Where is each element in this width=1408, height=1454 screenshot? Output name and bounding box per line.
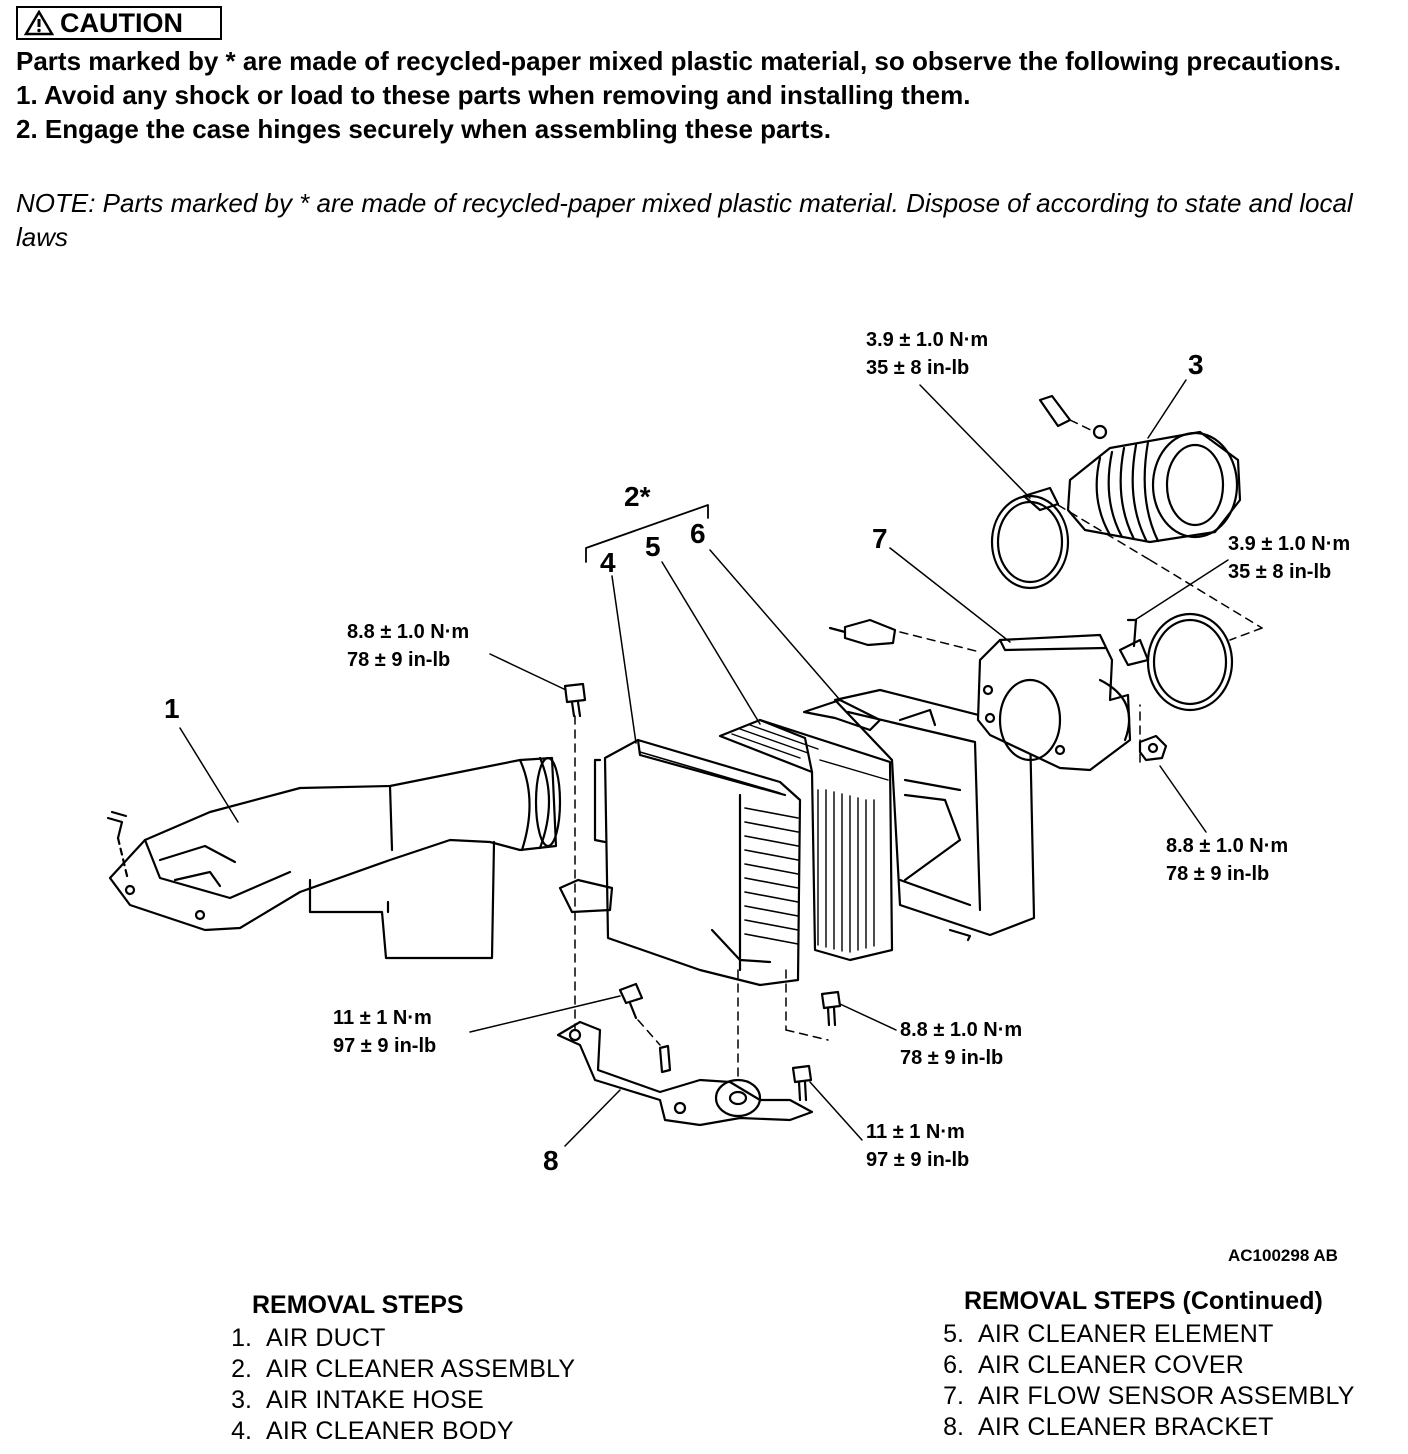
step-name: AIR INTAKE HOSE bbox=[266, 1386, 484, 1414]
alignment-lines bbox=[574, 419, 1263, 1081]
step-name: AIR CLEANER BRACKET bbox=[978, 1413, 1274, 1441]
step-name: AIR FLOW SENSOR ASSEMBLY bbox=[978, 1382, 1355, 1410]
list-item: 5. AIR CLEANER ELEMENT bbox=[918, 1319, 1355, 1350]
callout-3: 3 bbox=[1188, 349, 1204, 380]
air-cleaner-cover-drawing bbox=[802, 688, 1036, 942]
torque-right-inlb: 35 ± 8 in-lb bbox=[1228, 561, 1331, 583]
air-flow-sensor-drawing bbox=[976, 633, 1132, 772]
torque-nut-inlb: 78 ± 9 in-lb bbox=[1166, 863, 1269, 885]
list-item: 1. AIR DUCT bbox=[206, 1323, 575, 1354]
callout-6: 6 bbox=[690, 518, 706, 549]
torque-left-inlb: 78 ± 9 in-lb bbox=[347, 649, 450, 671]
callout-4: 4 bbox=[600, 547, 616, 578]
removal-steps-continued: REMOVAL STEPS (Continued) 5. AIR CLEANER … bbox=[918, 1286, 1355, 1443]
step-number: 4. bbox=[231, 1417, 252, 1445]
torque-left-nm: 8.8 ± 1.0 N·m bbox=[347, 621, 469, 643]
list-item: 3. AIR INTAKE HOSE bbox=[206, 1385, 575, 1416]
list-item: 8. AIR CLEANER BRACKET bbox=[918, 1412, 1355, 1443]
torque-bracket-left-nm: 11 ± 1 N·m bbox=[333, 1007, 432, 1029]
caution-label: CAUTION bbox=[60, 7, 183, 38]
hose-clamp-drawing bbox=[990, 486, 1234, 712]
step-name: AIR CLEANER ASSEMBLY bbox=[266, 1355, 576, 1383]
step-name: AIR CLEANER ELEMENT bbox=[978, 1320, 1274, 1348]
torque-top-inlb: 35 ± 8 in-lb bbox=[866, 357, 969, 379]
list-item: 4. AIR CLEANER BODY bbox=[206, 1416, 575, 1447]
caution-line: Parts marked by * are made of recycled-p… bbox=[16, 46, 1342, 76]
torque-nut-nm: 8.8 ± 1.0 N·m bbox=[1166, 835, 1288, 857]
caution-line: 2. Engage the case hinges securely when … bbox=[16, 114, 831, 144]
step-number: 7. bbox=[943, 1382, 964, 1410]
leader-lines bbox=[179, 379, 1229, 1147]
step-number: 5. bbox=[943, 1320, 964, 1348]
air-duct-drawing bbox=[106, 756, 562, 960]
callout-5: 5 bbox=[645, 531, 661, 562]
removal-steps-title: REMOVAL STEPS bbox=[252, 1291, 464, 1319]
torque-top-nm: 3.9 ± 1.0 N·m bbox=[866, 329, 988, 351]
callout-8: 8 bbox=[543, 1145, 559, 1176]
step-name: AIR CLEANER BODY bbox=[266, 1417, 514, 1445]
note-text: NOTE: Parts marked by * are made of recy… bbox=[16, 188, 1353, 252]
step-number: 2. bbox=[231, 1355, 252, 1383]
caution-line: 1. Avoid any shock or load to these part… bbox=[16, 80, 971, 110]
callout-2: 2* bbox=[624, 481, 651, 512]
callout-1: 1 bbox=[164, 693, 180, 724]
exploded-parts-diagram: 1 2* 3 4 5 6 7 8 3.9 ± 1.0 N·m 35 ± 8 in… bbox=[106, 329, 1350, 1176]
warning-triangle-icon bbox=[24, 10, 54, 36]
group-bracket bbox=[585, 504, 709, 563]
list-item: 2. AIR CLEANER ASSEMBLY bbox=[206, 1354, 575, 1385]
torque-mid-nm: 8.8 ± 1.0 N·m bbox=[900, 1019, 1022, 1041]
torque-bracket-right-nm: 11 ± 1 N·m bbox=[866, 1121, 965, 1143]
connector-drawing bbox=[828, 618, 897, 647]
callout-7: 7 bbox=[872, 523, 888, 554]
air-cleaner-body-drawing bbox=[558, 738, 802, 987]
step-number: 3. bbox=[231, 1386, 252, 1414]
step-number: 8. bbox=[943, 1413, 964, 1441]
list-item: 7. AIR FLOW SENSOR ASSEMBLY bbox=[918, 1381, 1355, 1412]
step-name: AIR CLEANER COVER bbox=[978, 1351, 1244, 1379]
list-item: 6. AIR CLEANER COVER bbox=[918, 1350, 1355, 1381]
torque-bracket-right-inlb: 97 ± 9 in-lb bbox=[866, 1149, 969, 1171]
step-name: AIR DUCT bbox=[266, 1324, 386, 1352]
bolt-drawings bbox=[563, 682, 1168, 1102]
removal-steps-continued-title: REMOVAL STEPS (Continued) bbox=[964, 1287, 1323, 1315]
removal-steps: REMOVAL STEPS 1. AIR DUCT 2. AIR CLEANER A… bbox=[206, 1290, 575, 1447]
torque-right-nm: 3.9 ± 1.0 N·m bbox=[1228, 533, 1350, 555]
torque-bracket-left-inlb: 97 ± 9 in-lb bbox=[333, 1035, 436, 1057]
air-cleaner-element-drawing bbox=[718, 718, 894, 962]
step-number: 6. bbox=[943, 1351, 964, 1379]
torque-mid-inlb: 78 ± 9 in-lb bbox=[900, 1047, 1003, 1069]
air-cleaner-bracket-drawing bbox=[556, 1020, 814, 1127]
caution-box: CAUTION bbox=[16, 6, 222, 40]
step-number: 1. bbox=[231, 1324, 252, 1352]
figure-id: AC100298 AB bbox=[1228, 1246, 1338, 1265]
caution-text: Parts marked by * are made of recycled-p… bbox=[16, 44, 1386, 146]
air-intake-hose-drawing bbox=[1038, 394, 1242, 544]
